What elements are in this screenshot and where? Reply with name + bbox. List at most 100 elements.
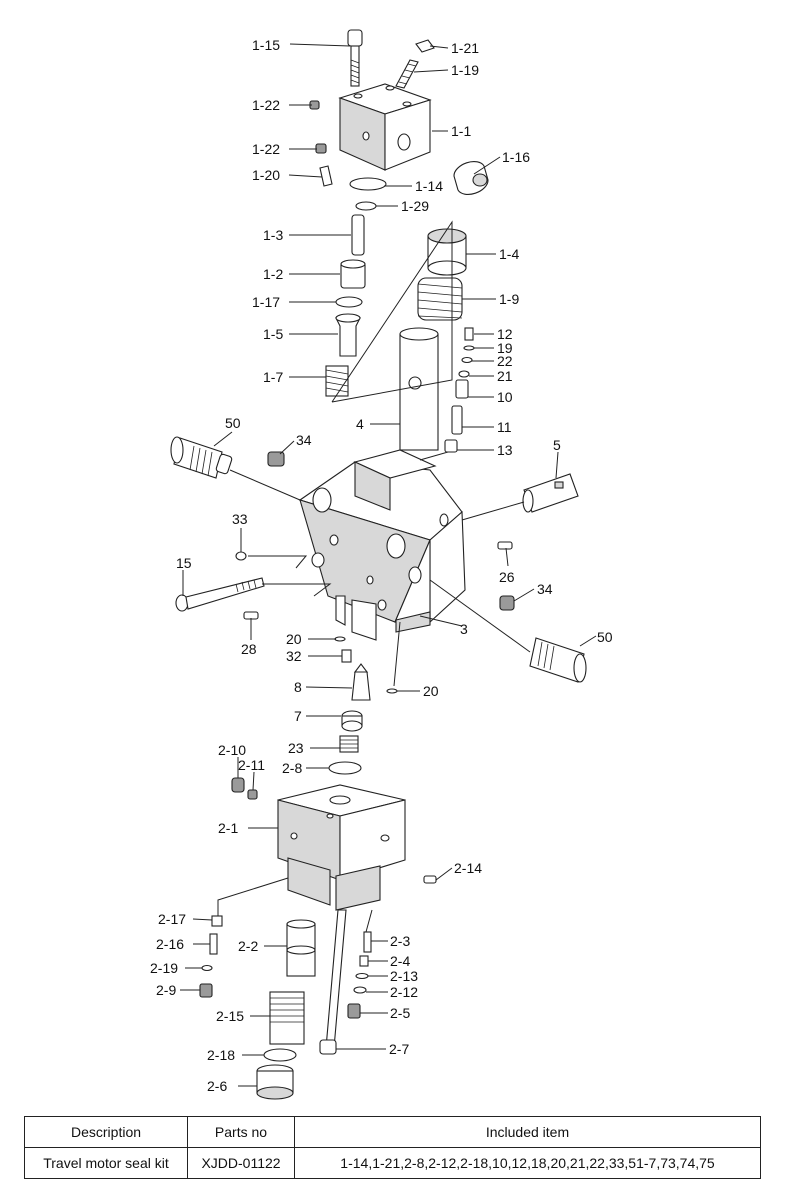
callout-20-left: 20 (286, 631, 302, 647)
spool-4 (399, 327, 439, 451)
plug-2-5 (347, 1003, 361, 1019)
sleeve-1-4 (427, 228, 467, 276)
exploded-parts-diagram: 1-15 1-21 1-19 1-22 1-1 1-22 1-16 1-20 1… (150, 29, 613, 1100)
ring-21 (458, 370, 470, 378)
pin-2-14 (423, 875, 437, 884)
callout-4: 4 (356, 416, 364, 432)
callout-34-right: 34 (537, 581, 553, 597)
ring-20-right (386, 688, 398, 694)
o-ring-1-29 (355, 201, 377, 211)
plug-2-10 (231, 777, 245, 793)
callout-2-7: 2-7 (389, 1041, 409, 1057)
callout-32: 32 (286, 648, 302, 664)
pin-32 (341, 649, 352, 663)
callout-2-13: 2-13 (390, 968, 418, 984)
callout-26: 26 (499, 569, 515, 585)
callout-1-22-top: 1-22 (252, 97, 280, 113)
plug-34-top (267, 451, 285, 467)
lower-block-2-1 (277, 784, 406, 911)
pin-1-3 (351, 214, 365, 256)
callout-2-6: 2-6 (207, 1078, 227, 1094)
main-valve-body (298, 449, 466, 641)
callout-11: 11 (497, 419, 512, 435)
pin-1-20 (319, 165, 333, 187)
callout-2-16: 2-16 (156, 936, 184, 952)
callout-33: 33 (232, 511, 248, 527)
callout-1-20: 1-20 (252, 167, 280, 183)
pin-2-16 (209, 933, 218, 955)
ring-1-17 (335, 296, 363, 308)
o-ring-1-14 (349, 177, 387, 191)
callout-22: 22 (497, 353, 513, 369)
callout-2-12: 2-12 (390, 984, 418, 1000)
plug-2-15 (269, 991, 305, 1045)
pin-26 (497, 541, 513, 550)
callout-2-11: 2-11 (238, 757, 265, 773)
plug-2-9 (199, 983, 213, 998)
pin-2-3 (363, 931, 372, 953)
callout-1-9: 1-9 (499, 291, 519, 307)
ring-7 (341, 710, 363, 732)
bolt-2-7 (319, 909, 347, 1055)
relief-valve-50-left (170, 436, 233, 479)
cap-2-6 (256, 1064, 294, 1100)
callout-2-9: 2-9 (156, 982, 176, 998)
callout-21: 21 (497, 368, 513, 384)
callout-28: 28 (241, 641, 257, 657)
sleeve-2-2 (286, 919, 316, 977)
callout-1-1: 1-1 (451, 123, 471, 139)
callout-1-15: 1-15 (252, 37, 280, 53)
plug-1-22-side (315, 143, 327, 154)
o-ring-2-8 (328, 761, 362, 775)
check-valve-5 (522, 473, 579, 513)
callout-1-16: 1-16 (502, 149, 530, 165)
callout-8: 8 (294, 679, 302, 695)
spring-2-4 (359, 955, 369, 967)
header-parts-no: Parts no (187, 1116, 295, 1148)
ring-19 (463, 345, 475, 351)
table-header-row: Description Parts no Included item (24, 1116, 761, 1148)
ring-2-13 (355, 972, 369, 980)
cell-description: Travel motor seal kit (24, 1147, 188, 1179)
plug-1-21 (415, 39, 435, 53)
relief-valve-50-right (529, 637, 587, 683)
bolt-1-15 (347, 29, 363, 87)
callout-15: 15 (176, 555, 192, 571)
callout-2-18: 2-18 (207, 1047, 235, 1063)
spring-12 (464, 327, 474, 341)
table-row: Travel motor seal kit XJDD-01122 1-14,1-… (24, 1147, 761, 1179)
callout-1-14: 1-14 (415, 178, 443, 194)
leader-lines (180, 43, 597, 1087)
seal-kit-table: Description Parts no Included item Trave… (24, 1116, 761, 1179)
spool-11 (451, 405, 463, 435)
callout-1-5: 1-5 (263, 326, 283, 342)
pin-28 (243, 611, 259, 620)
plug-34-right (499, 595, 515, 611)
callout-1-22-side: 1-22 (252, 141, 280, 157)
plug-10 (455, 379, 469, 399)
callout-1-17: 1-17 (252, 294, 280, 310)
callout-2-17: 2-17 (158, 911, 186, 927)
cell-parts-no: XJDD-01122 (187, 1147, 295, 1179)
cover-block-1-1 (338, 83, 432, 171)
callout-1-29: 1-29 (401, 198, 429, 214)
callout-labels: 1-15 1-21 1-19 1-22 1-1 1-22 1-16 1-20 1… (150, 37, 613, 1094)
callout-2-14: 2-14 (454, 860, 482, 876)
callout-2-8: 2-8 (282, 760, 302, 776)
callout-2-3: 2-3 (390, 933, 410, 949)
callout-1-21: 1-21 (451, 40, 479, 56)
callout-19: 19 (497, 340, 513, 356)
callout-1-4: 1-4 (499, 246, 519, 262)
callout-50-right: 50 (597, 629, 613, 645)
header-description: Description (24, 1116, 188, 1148)
o-ring-2-18 (263, 1048, 297, 1062)
callout-50-left: 50 (225, 415, 241, 431)
callout-23: 23 (288, 740, 304, 756)
bolt-15 (175, 577, 265, 612)
ring-22 (461, 356, 473, 364)
spring-pin-1-19 (395, 59, 419, 89)
callout-3: 3 (460, 621, 468, 637)
ring-20-left (334, 636, 346, 642)
callout-7: 7 (294, 708, 302, 724)
plug-1-16 (453, 161, 489, 195)
